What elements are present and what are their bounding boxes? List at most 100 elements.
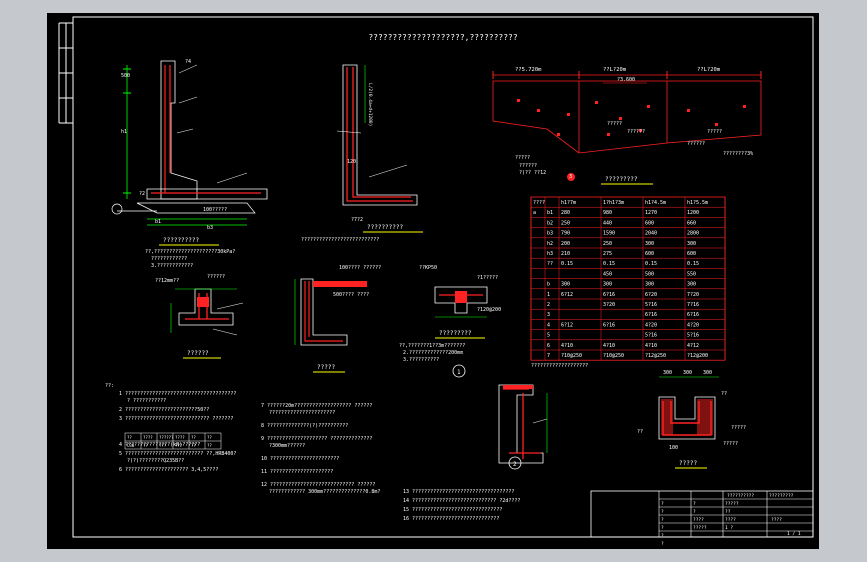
table-cell: 2040 xyxy=(645,231,657,237)
table-cell: 790 xyxy=(561,231,570,237)
table-cell: 500 xyxy=(645,271,654,277)
title-block-cell: ???? xyxy=(725,517,736,523)
node-title: ????? xyxy=(679,460,697,467)
table-cell: 4?10 xyxy=(561,343,573,349)
callout-1-label: 1 xyxy=(457,369,461,376)
wall-section-detail: 500 h1 b1 b3 100????? ?4 ?2 xyxy=(111,59,268,231)
note-line: 15 ?????????????????????????????? xyxy=(403,507,502,513)
title-block-cell: ? xyxy=(661,525,664,531)
note-line: 13 ?????????????????????????????????? xyxy=(403,489,514,495)
profile-label-2: ?????? xyxy=(627,129,645,135)
node-label-5: ????? xyxy=(723,441,738,447)
wall-height-label: h1 xyxy=(121,129,127,135)
title-block-cell: ? xyxy=(661,533,664,539)
table-cell: h3 xyxy=(547,251,553,257)
notes-middle: 7 ??????20m??????????????????? ?????????… xyxy=(261,403,380,495)
note-line: 7 ??????20m??????????????????? ?????????… xyxy=(261,403,372,416)
table-cell: 6?16 xyxy=(645,312,657,318)
table-cell: ?12@200 xyxy=(687,353,708,359)
node-label-3: ????? xyxy=(731,425,746,431)
profile-label-3: ????? xyxy=(707,129,722,135)
title-block-scale: ???? xyxy=(771,517,782,523)
table-cell: b2 xyxy=(547,220,553,226)
wall-note-2: ???????????? xyxy=(151,256,187,262)
note-line: 1 ??????????????????????????????????????… xyxy=(119,391,236,404)
mid-section-detail: L/2(0.4a+d+1200) ?7?2 120 xyxy=(336,64,418,223)
table-cell: 1270 xyxy=(645,210,657,216)
table-cell: b3 xyxy=(547,231,553,237)
notes-table: ????????????????????C30???????????? xyxy=(124,432,222,450)
profile-detail: ??5.720m ??L?20m ??L?20m ?3.600 ????? ??… xyxy=(492,67,762,181)
table-cell: ?10@250 xyxy=(561,353,582,359)
callout-2-label: 2 xyxy=(513,461,517,468)
table-header-cell: ???? xyxy=(533,200,545,206)
profile-label-8: ?)?? ??12 xyxy=(519,170,546,176)
profile-label-6: ????? xyxy=(515,155,530,161)
table-note: ??????????????????? xyxy=(531,363,588,369)
wall-top-dim: 500 xyxy=(121,73,130,79)
note-line: 10 ??????????????????????? xyxy=(261,456,339,462)
table-cell: a xyxy=(533,210,536,216)
title-block-cell: ????? xyxy=(693,525,707,531)
table-cell: 300 xyxy=(645,241,654,247)
slab-spacing: ?120@200 xyxy=(477,307,501,313)
table-cell: 5?16 xyxy=(645,302,657,308)
table-cell: 250 xyxy=(603,241,612,247)
slab-tag: ??KP50 xyxy=(419,265,437,271)
node-dim-1: 300 xyxy=(663,370,672,376)
callout-circle-2 xyxy=(508,456,522,470)
corner-dim-2: ?????? xyxy=(207,274,225,280)
title-block-cell: ? xyxy=(661,509,664,515)
notes-table-cell: ?? xyxy=(143,443,148,448)
table-cell: 300 xyxy=(687,282,696,288)
profile-label-1: ????? xyxy=(607,121,622,127)
node-dim-3: 300 xyxy=(703,370,712,376)
notes-table-cell: ?? xyxy=(207,443,212,448)
base-left-label: b1 xyxy=(155,219,161,225)
table-header-cell: h1?4.5m xyxy=(645,200,666,206)
slab-dim: ?1????? xyxy=(477,275,498,281)
wall-section-title: ?????????? xyxy=(163,237,200,244)
profile-dim-2: ??L?20m xyxy=(603,67,627,73)
table-cell: 0.15 xyxy=(561,261,573,267)
wall-bar-tag: ?4 xyxy=(185,59,191,65)
table-cell: 200 xyxy=(561,241,570,247)
slab-title: ????????? xyxy=(439,330,472,337)
table-cell: 2 xyxy=(547,302,550,308)
notes-table-header: ???? xyxy=(175,435,185,440)
table-cell: 4?10 xyxy=(603,343,615,349)
note-line: 3 ???????????????????????????? ??????? xyxy=(119,416,233,422)
small-wall-detail: 100???? ?????? 500???? ???? xyxy=(294,265,381,346)
profile-title: ????????? xyxy=(605,176,638,183)
slab-note-3: 3.?????????? xyxy=(403,357,439,363)
note-line: 5 ?????????????????????????? ??,HRB400??… xyxy=(119,451,236,464)
mid-tag: ?7?2 xyxy=(351,217,363,223)
table-cell: 300 xyxy=(561,282,570,288)
wall-note-1: ??,?????????????????????30kPa? xyxy=(145,249,235,255)
table-header-cell: h1?7m xyxy=(561,200,576,206)
table-cell: 6?20 xyxy=(645,292,657,298)
table-cell: ?? xyxy=(547,261,553,267)
table-cell: 7 xyxy=(547,353,550,359)
note-line: 9 ???????????????????? ???????????????30… xyxy=(261,436,372,449)
title-block: ?????????? ????????? ???? 1 / 1 ????????… xyxy=(590,490,814,547)
table-cell: 600 xyxy=(645,251,654,257)
profile-dim-3: ??L?20m xyxy=(697,67,721,73)
notes-left: 1 ??????????????????????????????????????… xyxy=(119,391,236,473)
cad-drawing-sheet[interactable]: ????????????????????,?????????? 500 h1 b… xyxy=(47,13,819,549)
title-block-cell: ? xyxy=(661,517,664,523)
table-cell: 2800 xyxy=(687,231,699,237)
note-line: 16 ????????????????????????????? xyxy=(403,516,499,522)
table-cell: 1590 xyxy=(603,231,615,237)
table-cell: 5?16 xyxy=(687,333,699,339)
notes-table-cell: ??? xyxy=(175,443,183,448)
left-binding-strip xyxy=(58,22,73,124)
title-block-cell: ? xyxy=(693,509,696,515)
drawing-canvas[interactable]: ????????????????????,?????????? 500 h1 b… xyxy=(47,13,819,549)
small-wall-mid-label: 500???? ???? xyxy=(333,292,369,298)
note-line: 11 ????????????????????? xyxy=(261,469,333,475)
notes-bottom: 13 ??????????????????????????????????14 … xyxy=(403,489,520,522)
table-cell: 250 xyxy=(561,220,570,226)
mid-section-title: ?????????? xyxy=(367,224,404,231)
